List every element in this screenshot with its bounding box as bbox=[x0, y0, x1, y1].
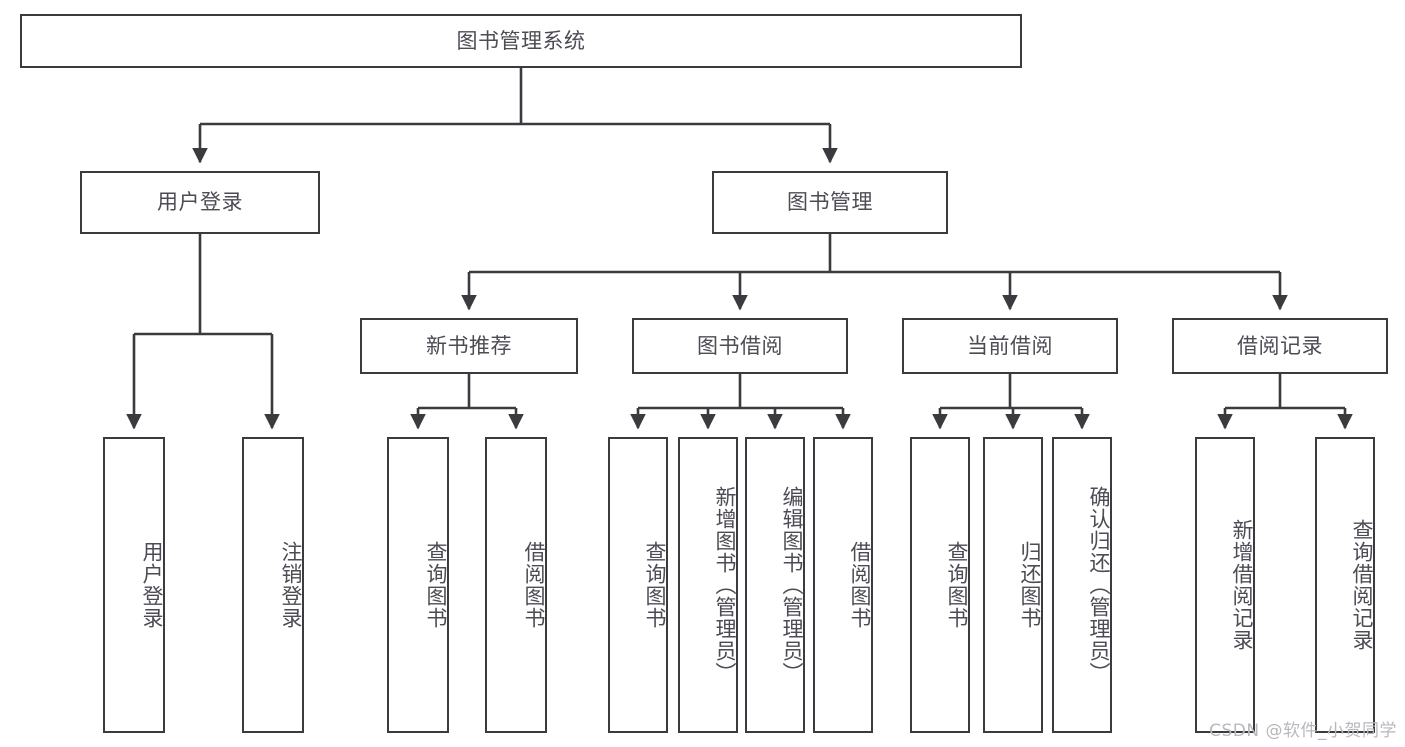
node-leaf-query-book-borrow[interactable]: 查询图书 bbox=[608, 437, 668, 733]
node-leaf-logout[interactable]: 注销登录 bbox=[242, 437, 304, 733]
node-leaf-query-borrow-record-label: 查询借阅记录 bbox=[1350, 519, 1374, 651]
node-borrow-record-label: 借阅记录 bbox=[1237, 333, 1323, 358]
node-book-borrow[interactable]: 图书借阅 bbox=[632, 318, 848, 374]
node-root[interactable]: 图书管理系统 bbox=[20, 14, 1022, 68]
node-leaf-add-book-label: 新增图书（管理员） bbox=[713, 486, 737, 684]
node-leaf-add-borrow-record[interactable]: 新增借阅记录 bbox=[1195, 437, 1255, 733]
node-book-borrow-label: 图书借阅 bbox=[697, 333, 783, 358]
node-leaf-borrow-book-rec-label: 借阅图书 bbox=[522, 541, 546, 629]
node-current-borrow[interactable]: 当前借阅 bbox=[902, 318, 1118, 374]
node-current-borrow-label: 当前借阅 bbox=[967, 333, 1053, 358]
node-new-book-recommend-label: 新书推荐 bbox=[426, 333, 512, 358]
node-book-manage-label: 图书管理 bbox=[787, 190, 873, 215]
node-user-login[interactable]: 用户登录 bbox=[80, 171, 320, 234]
node-leaf-return-book-label: 归还图书 bbox=[1018, 541, 1042, 629]
node-leaf-edit-book-label: 编辑图书（管理员） bbox=[780, 486, 804, 684]
node-leaf-user-login-label: 用户登录 bbox=[140, 541, 164, 629]
node-root-label: 图书管理系统 bbox=[456, 28, 586, 53]
node-leaf-query-borrow-record[interactable]: 查询借阅记录 bbox=[1315, 437, 1375, 733]
node-book-manage[interactable]: 图书管理 bbox=[712, 171, 948, 234]
node-leaf-add-borrow-record-label: 新增借阅记录 bbox=[1230, 519, 1254, 651]
node-leaf-borrow-book-rec[interactable]: 借阅图书 bbox=[485, 437, 547, 733]
node-leaf-logout-label: 注销登录 bbox=[279, 541, 303, 629]
watermark-text: CSDN @软件_小贺同学 bbox=[1209, 721, 1397, 741]
node-leaf-confirm-return-label: 确认归还（管理员） bbox=[1087, 486, 1111, 684]
node-leaf-edit-book[interactable]: 编辑图书（管理员） bbox=[745, 437, 805, 733]
node-leaf-user-login[interactable]: 用户登录 bbox=[103, 437, 165, 733]
node-leaf-borrow-book[interactable]: 借阅图书 bbox=[813, 437, 873, 733]
node-leaf-borrow-book-label: 借阅图书 bbox=[848, 541, 872, 629]
node-new-book-recommend[interactable]: 新书推荐 bbox=[360, 318, 578, 374]
node-leaf-confirm-return[interactable]: 确认归还（管理员） bbox=[1052, 437, 1112, 733]
node-leaf-add-book[interactable]: 新增图书（管理员） bbox=[678, 437, 738, 733]
node-leaf-query-book-current[interactable]: 查询图书 bbox=[910, 437, 970, 733]
node-leaf-return-book[interactable]: 归还图书 bbox=[983, 437, 1043, 733]
node-borrow-record[interactable]: 借阅记录 bbox=[1172, 318, 1388, 374]
node-leaf-query-book-rec-label: 查询图书 bbox=[424, 541, 448, 629]
node-leaf-query-book-current-label: 查询图书 bbox=[945, 541, 969, 629]
node-user-login-label: 用户登录 bbox=[157, 190, 243, 215]
node-leaf-query-book-borrow-label: 查询图书 bbox=[643, 541, 667, 629]
node-leaf-query-book-rec[interactable]: 查询图书 bbox=[387, 437, 449, 733]
